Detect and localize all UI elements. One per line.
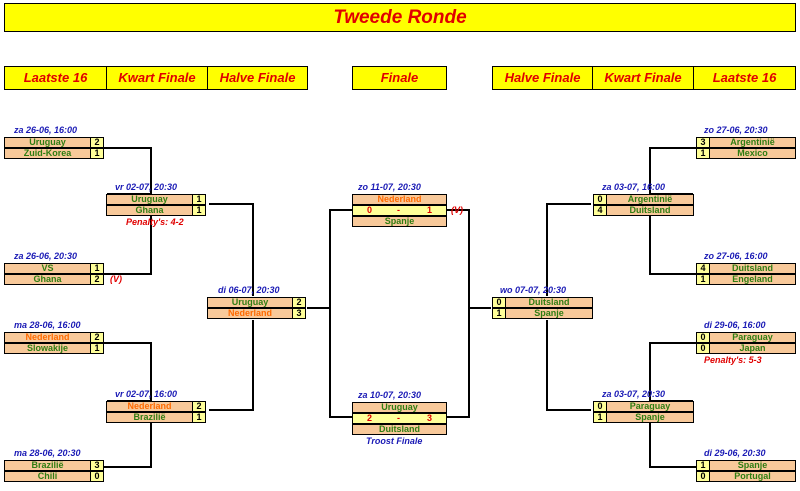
team-score: 3 xyxy=(427,413,433,423)
header-kwart-finale-right: Kwart Finale xyxy=(592,66,694,90)
team-score: 1 xyxy=(593,412,607,423)
score-dash: - xyxy=(397,413,400,423)
team-score: 4 xyxy=(696,263,710,274)
team-score: 2 xyxy=(90,332,104,343)
team-name: Duitsland xyxy=(352,424,447,435)
team-score: 1 xyxy=(90,343,104,354)
team-score: 1 xyxy=(192,205,206,216)
team-name: Uruguay xyxy=(4,137,91,148)
header-laatste-16-right: Laatste 16 xyxy=(693,66,796,90)
match-date: za 10-07, 20:30 xyxy=(358,390,422,400)
team-name: Uruguay xyxy=(106,194,193,205)
match-date: di 06-07, 20:30 xyxy=(218,285,280,295)
troost-finale-label: Troost Finale xyxy=(366,436,423,446)
team-score: 1 xyxy=(90,148,104,159)
team-name: Mexico xyxy=(709,148,796,159)
match-date: zo 11-07, 20:30 xyxy=(358,182,421,192)
match-date: zo 27-06, 20:30 xyxy=(704,125,768,135)
team-name: Spanje xyxy=(709,460,796,471)
team-name: Paraguay xyxy=(709,332,796,343)
troost-score-row: 2 - 3 xyxy=(352,413,447,424)
match-date: di 29-06, 16:00 xyxy=(704,320,766,330)
team-score: 0 xyxy=(593,194,607,205)
score-dash: - xyxy=(397,205,400,215)
page-title: Tweede Ronde xyxy=(4,3,796,32)
header-halve-finale-right: Halve Finale xyxy=(492,66,593,90)
team-name: Portugal xyxy=(709,471,796,482)
team-name: Argentinië xyxy=(606,194,694,205)
match-date: za 26-06, 20:30 xyxy=(14,251,78,261)
team-score: 3 xyxy=(90,460,104,471)
team-score: 1 xyxy=(492,308,506,319)
team-name: Duitsland xyxy=(505,297,593,308)
team-name: Uruguay xyxy=(207,297,293,308)
team-score: 0 xyxy=(593,401,607,412)
team-score: 0 xyxy=(696,471,710,482)
team-name: Brazilië xyxy=(106,412,193,423)
team-name: Spanje xyxy=(606,412,694,423)
team-score: 4 xyxy=(593,205,607,216)
team-score: 1 xyxy=(696,460,710,471)
team-score: 0 xyxy=(367,205,373,215)
team-name: Spanje xyxy=(352,216,447,227)
match-date: zo 27-06, 16:00 xyxy=(704,251,768,261)
team-score: 3 xyxy=(292,308,306,319)
header-laatste-16-left: Laatste 16 xyxy=(4,66,107,90)
extra-time-note: (V) xyxy=(110,274,122,284)
team-name: Ghana xyxy=(4,274,91,285)
team-name: Duitsland xyxy=(709,263,796,274)
team-score: 1 xyxy=(696,148,710,159)
team-score: 2 xyxy=(367,413,373,423)
header-kwart-finale-left: Kwart Finale xyxy=(106,66,208,90)
team-score: 0 xyxy=(696,332,710,343)
team-name: Zuid-Korea xyxy=(4,148,91,159)
header-finale: Finale xyxy=(352,66,447,90)
match-date: ma 28-06, 20:30 xyxy=(14,448,81,458)
team-score: 0 xyxy=(696,343,710,354)
team-name: Duitsland xyxy=(606,205,694,216)
match-date: vr 02-07, 20:30 xyxy=(115,182,178,192)
team-name: Nederland xyxy=(106,401,193,412)
team-name: Nederland xyxy=(4,332,91,343)
team-name: Engeland xyxy=(709,274,796,285)
team-score: 3 xyxy=(696,137,710,148)
match-date: wo 07-07, 20:30 xyxy=(500,285,567,295)
final-score-row: 0 - 1 xyxy=(352,205,447,216)
team-name: Japan xyxy=(709,343,796,354)
team-score: 2 xyxy=(90,274,104,285)
match-date: vr 02-07, 16:00 xyxy=(115,389,178,399)
team-name: Ghana xyxy=(106,205,193,216)
extra-time-note: (V) xyxy=(451,205,463,215)
team-score: 0 xyxy=(90,471,104,482)
match-date: ma 28-06, 16:00 xyxy=(14,320,81,330)
team-score: 1 xyxy=(90,263,104,274)
penalty-note: Penalty's: 5-3 xyxy=(704,355,762,365)
team-score: 2 xyxy=(90,137,104,148)
team-name: Slowakije xyxy=(4,343,91,354)
team-name: Chili xyxy=(4,471,91,482)
team-name: Argentinië xyxy=(709,137,796,148)
team-score: 1 xyxy=(427,205,433,215)
team-name: Paraguay xyxy=(606,401,694,412)
match-date: za 03-07, 20:30 xyxy=(602,389,666,399)
team-name: Nederland xyxy=(207,308,293,319)
team-score: 2 xyxy=(292,297,306,308)
team-score: 1 xyxy=(192,412,206,423)
team-name: VS xyxy=(4,263,91,274)
team-score: 1 xyxy=(696,274,710,285)
match-date: za 03-07, 16:00 xyxy=(602,182,666,192)
team-name: Nederland xyxy=(352,194,447,205)
team-score: 2 xyxy=(192,401,206,412)
team-score: 1 xyxy=(192,194,206,205)
team-name: Uruguay xyxy=(352,402,447,413)
team-name: Spanje xyxy=(505,308,593,319)
team-score: 0 xyxy=(492,297,506,308)
team-name: Brazilië xyxy=(4,460,91,471)
penalty-note: Penalty's: 4-2 xyxy=(126,217,184,227)
match-date: di 29-06, 20:30 xyxy=(704,448,766,458)
header-halve-finale-left: Halve Finale xyxy=(207,66,308,90)
match-date: za 26-06, 16:00 xyxy=(14,125,78,135)
